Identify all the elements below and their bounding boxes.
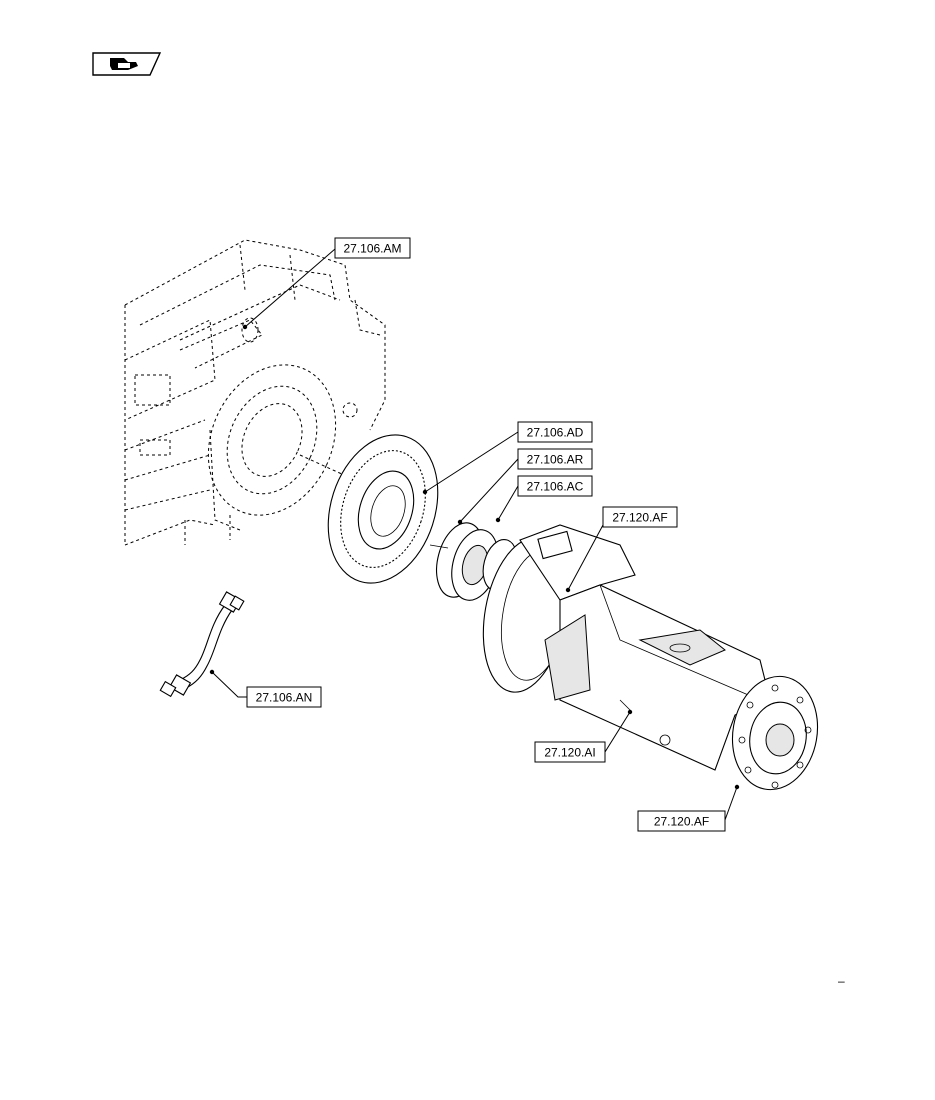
callout-ac-label: 27.106.AC [527, 480, 584, 494]
transmission-housing [124, 239, 386, 546]
leader-ac-dot [495, 517, 501, 523]
callout-ar[interactable]: 27.106.AR [517, 448, 593, 470]
leader-af1 [567, 524, 604, 591]
callout-am-label: 27.106.AM [343, 242, 401, 256]
callout-an-label: 27.106.AN [256, 691, 313, 705]
callout-an[interactable]: 27.106.AN [246, 686, 322, 708]
leader-ac [497, 485, 519, 521]
differential-assembly [429, 522, 518, 601]
callout-af2-label: 27.120.AF [654, 815, 709, 829]
leader-ai-dot [627, 709, 633, 715]
callout-ai-label: 27.120.AI [544, 746, 595, 760]
callout-ad[interactable]: 27.106.AD [517, 421, 593, 443]
leader-ar-dot [457, 519, 463, 525]
leader-ar [459, 458, 519, 523]
leader-am-dot [242, 324, 248, 330]
ring-gear [327, 434, 439, 584]
callout-af2[interactable]: 27.120.AF [637, 810, 726, 832]
callout-ai[interactable]: 27.120.AI [534, 741, 606, 763]
callout-af1[interactable]: 27.120.AF [602, 506, 678, 528]
leader-ai [604, 711, 631, 753]
leader-ad [424, 431, 519, 493]
leader-af1-dot [565, 587, 571, 593]
axle-housing [482, 524, 819, 791]
leader-ad-dot [422, 489, 428, 495]
leader-af2 [724, 786, 738, 821]
leader-an-dot [209, 669, 215, 675]
page-mark: – [838, 974, 845, 988]
oil-pipe [159, 591, 245, 698]
callout-af1-label: 27.120.AF [612, 511, 667, 525]
forward-arrow-tag-icon[interactable] [92, 52, 162, 76]
leader-am [244, 248, 336, 328]
callout-am[interactable]: 27.106.AM [334, 237, 411, 259]
leader-af2-dot [734, 784, 740, 790]
callout-ac[interactable]: 27.106.AC [517, 475, 593, 497]
leader-lines [209, 248, 740, 821]
leader-an [211, 671, 247, 698]
callout-ar-label: 27.106.AR [527, 453, 584, 467]
callout-ad-label: 27.106.AD [527, 426, 584, 440]
